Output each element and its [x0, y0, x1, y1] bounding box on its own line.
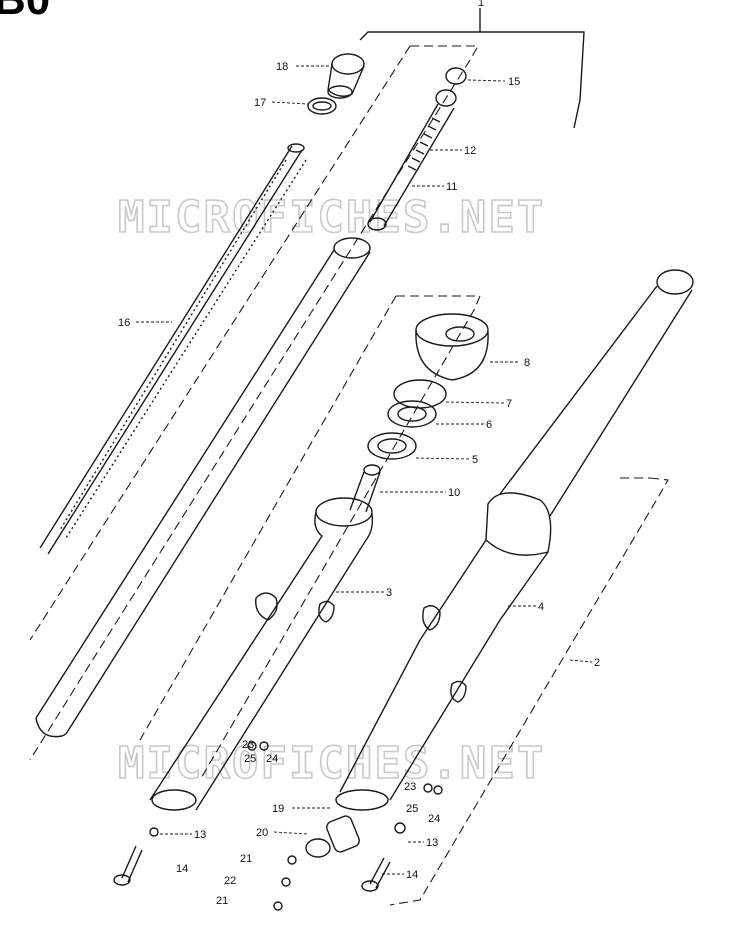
dust-seal-8 — [415, 313, 489, 381]
label-4: 4 — [538, 601, 544, 613]
fork-spring-16 — [39, 143, 307, 555]
damper-rod-11 — [367, 67, 467, 231]
label-24-right: 24 — [428, 813, 440, 825]
watermark-bottom: MICROFICHES.NET — [118, 738, 545, 789]
label-15: 15 — [508, 76, 520, 88]
label-14-left: 14 — [176, 863, 188, 875]
bracket-1 — [359, 8, 585, 129]
leader-lines — [136, 65, 593, 875]
seals-7-6-5 — [367, 379, 447, 460]
label-17: 17 — [254, 97, 266, 109]
inner-tube-left — [35, 237, 371, 738]
label-18: 18 — [276, 61, 288, 73]
label-8: 8 — [524, 357, 530, 369]
label-25-left: 25 — [244, 753, 256, 765]
part-labels: 1 2 3 4 5 6 7 8 10 11 12 13 13 14 14 15 … — [118, 0, 600, 907]
label-13-right: 13 — [426, 837, 438, 849]
watermark-top: MICROFICHES.NET — [118, 192, 545, 243]
label-3: 3 — [386, 587, 392, 599]
rod-piece-10 — [349, 464, 381, 513]
bolt-14-left — [113, 845, 143, 886]
label-5: 5 — [472, 454, 478, 466]
label-1: 1 — [478, 0, 484, 9]
label-10: 10 — [448, 487, 460, 499]
label-6: 6 — [486, 419, 492, 431]
label-14-right: 14 — [406, 869, 418, 881]
label-21-top: 21 — [240, 853, 252, 865]
small-hardware — [149, 741, 443, 911]
left-assembly-outline — [29, 45, 669, 906]
label-23-left: 23 — [242, 739, 254, 751]
axle-holder-19-20 — [305, 815, 360, 858]
o-ring-17 — [307, 97, 337, 115]
cap-bolt-18 — [327, 53, 365, 99]
label-2: 2 — [594, 657, 600, 669]
right-fork-leg — [335, 269, 694, 811]
label-25-right: 25 — [406, 803, 418, 815]
label-24-left: 24 — [266, 753, 278, 765]
label-23-right: 23 — [404, 781, 416, 793]
header-text: B0 — [0, 0, 50, 24]
label-22: 22 — [224, 875, 236, 887]
label-7: 7 — [506, 398, 512, 410]
label-13-left: 13 — [194, 829, 206, 841]
label-20: 20 — [256, 827, 268, 839]
label-19: 19 — [272, 803, 284, 815]
label-11: 11 — [446, 181, 457, 193]
outer-tube-3 — [149, 497, 374, 811]
label-12: 12 — [464, 145, 476, 157]
label-21-bottom: 21 — [216, 895, 228, 907]
label-16: 16 — [118, 317, 130, 329]
bolt-14-right — [361, 857, 391, 892]
